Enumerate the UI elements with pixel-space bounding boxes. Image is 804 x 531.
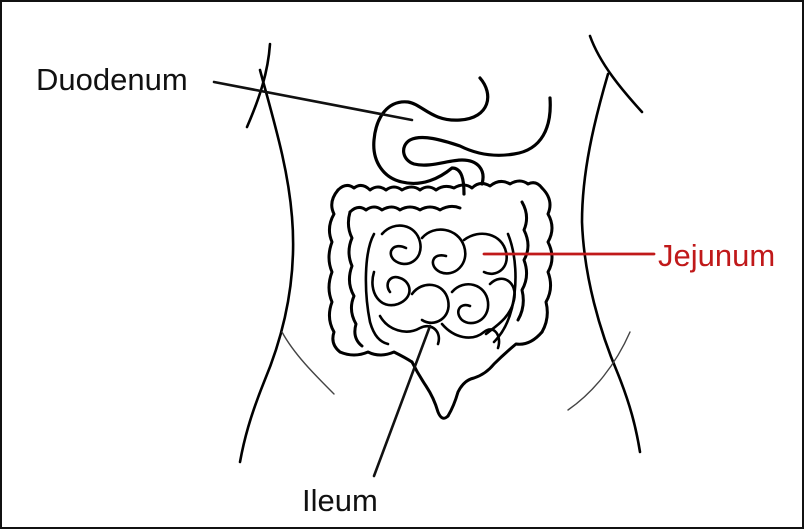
transverse-colon-top — [338, 181, 542, 190]
coil-2 — [422, 230, 465, 274]
transverse-colon-bottom — [350, 206, 460, 212]
torso-right-side — [582, 74, 640, 452]
coil-1 — [382, 226, 421, 264]
ileum-label: Ileum — [302, 485, 378, 516]
coil-6 — [452, 284, 488, 323]
torso-left-side — [240, 70, 293, 462]
duodenum-label: Duodenum — [36, 64, 188, 95]
coil-5 — [412, 285, 449, 323]
torso-outline — [240, 36, 642, 462]
coil-8 — [380, 316, 439, 344]
sigmoid-loop — [448, 332, 542, 416]
ascending-colon-inner — [348, 212, 362, 346]
duodenum-organ — [374, 78, 550, 194]
rectum — [412, 362, 448, 418]
ileum-leader-line — [374, 326, 430, 476]
large-intestine — [329, 181, 552, 418]
coil-9 — [442, 324, 499, 348]
hip-crease-right — [568, 332, 630, 410]
small-intestine — [366, 226, 516, 348]
descending-colon-inner — [518, 202, 528, 320]
jejunum-label: Jejunum — [658, 240, 775, 271]
ascending-colon-outer — [329, 190, 340, 352]
descending-colon-outer — [542, 188, 552, 332]
torso-left-arm-line — [247, 44, 270, 127]
duodenum-leader-line — [214, 82, 412, 120]
coil-outline-left — [366, 234, 388, 344]
lower-colon-edge — [340, 352, 412, 362]
duodenum-outer — [374, 78, 488, 194]
torso-right-arm-line — [590, 36, 642, 112]
coil-4 — [372, 272, 409, 305]
hip-crease-left — [282, 332, 334, 394]
coil-7 — [486, 279, 515, 334]
